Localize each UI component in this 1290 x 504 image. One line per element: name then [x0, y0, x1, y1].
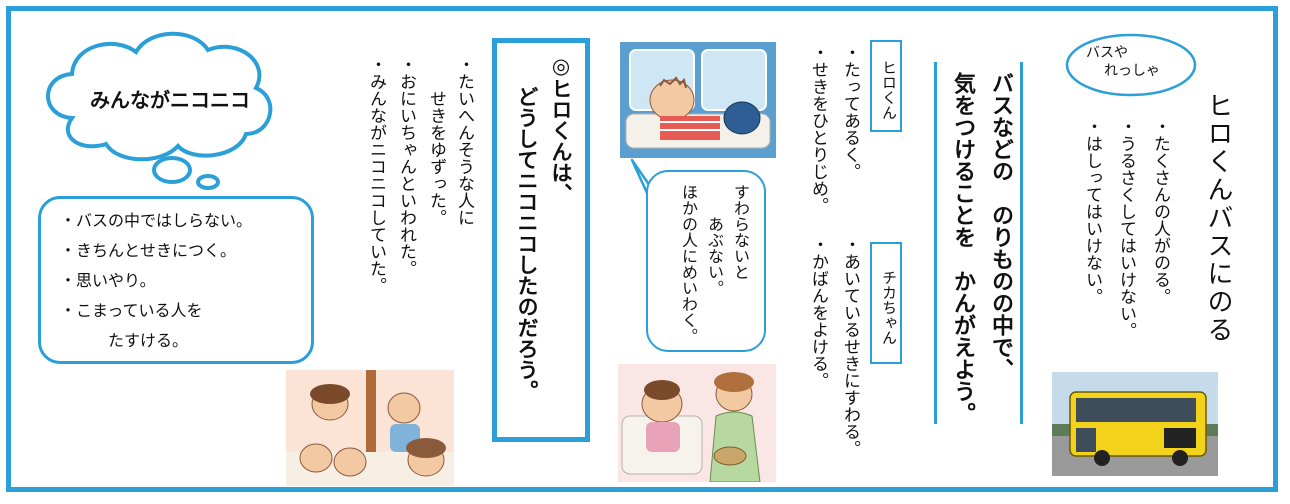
- summary-list: ・バスの中ではしらない。 ・きちんとせきにつく。 ・思いやり。 ・こまっている人…: [60, 206, 252, 356]
- question-line-2: どうしてニコニコしたのだろう。: [515, 86, 539, 401]
- chika-note-2: ・かばんをよける。: [808, 236, 828, 389]
- cloud-main-label: みんながニコニコ: [90, 88, 250, 112]
- theme-bar-right: [1020, 62, 1023, 424]
- question-box: [492, 38, 590, 442]
- answer-2: せきをゆずった。: [426, 56, 446, 226]
- question-line-1: ◎ヒロくんは、: [549, 54, 573, 204]
- summary-box: [38, 196, 314, 364]
- bus-rule-3: ・はしってはいけない。: [1082, 118, 1102, 305]
- answer-1: ・たいへんそうな人に: [454, 56, 474, 226]
- theme-bar-left: [934, 62, 937, 424]
- cloud-bus-train: [1065, 33, 1197, 97]
- summary-item: ・思いやり。: [60, 271, 156, 290]
- hiro-note-2: ・せきをひとりじめ。: [808, 44, 828, 214]
- family-illustration: [286, 370, 454, 486]
- answer-4: ・みんながニコニコしていた。: [366, 56, 386, 294]
- tag-hiro: ヒロくん: [870, 40, 902, 132]
- hiro-note-1: ・たってあるく。: [840, 44, 860, 180]
- summary-item: たすける。: [60, 331, 189, 350]
- bus-rule-1: ・たくさんの人がのる。: [1150, 118, 1170, 305]
- tag-chika: チカちゃん: [870, 242, 902, 364]
- summary-item: ・こまっている人を: [60, 301, 203, 320]
- speech-bubble: [646, 170, 766, 352]
- bus-photo: [1052, 372, 1218, 476]
- summary-item: ・バスの中ではしらない。: [60, 211, 253, 230]
- summary-item: ・きちんとせきにつく。: [60, 241, 237, 260]
- bus-rule-2: ・うるさくしてはいけない。: [1116, 118, 1136, 339]
- chika-note-1: ・あいているせきにすわる。: [840, 236, 860, 457]
- speech-line-1: すわらないと: [731, 184, 750, 280]
- answer-3: ・おにいちゃんといわれた。: [396, 56, 416, 277]
- page-title: ヒロくんバスにのる: [1203, 92, 1233, 344]
- speech-line-3: ほかの人にめいわく。: [679, 184, 698, 344]
- speech-line-2: あぶない。: [705, 184, 724, 296]
- thought-cloud: [46, 31, 273, 190]
- theme-line-1: バスなどの のりものの中で、: [988, 72, 1013, 380]
- theme-line-2: 気をつけることを かんがえよう。: [950, 72, 975, 424]
- chika-seated-illustration: [618, 364, 776, 482]
- hiro-sprawled-illustration: [620, 42, 776, 158]
- cloud-bus-train-label: バスや れっしゃ: [1086, 45, 1160, 79]
